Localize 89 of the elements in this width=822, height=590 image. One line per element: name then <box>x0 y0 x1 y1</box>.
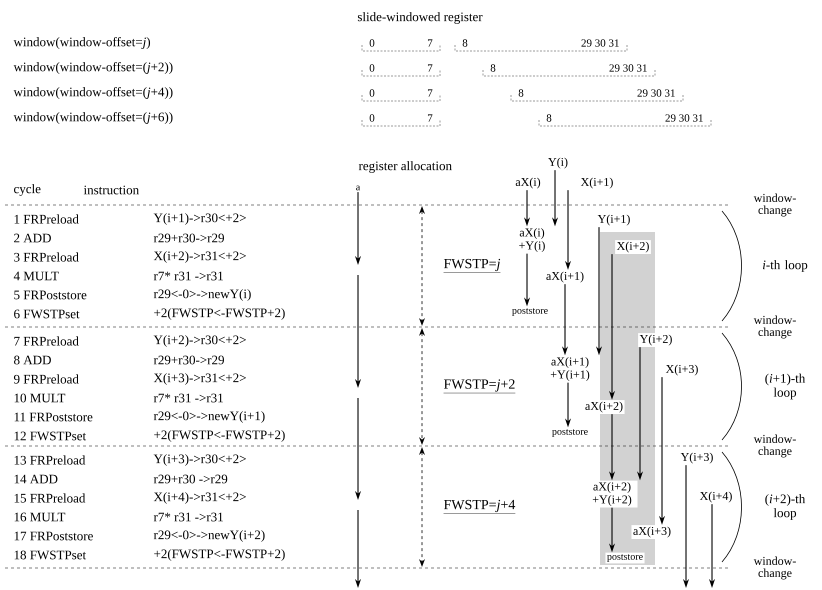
instruction-text: +2(FWSTP<-FWSTP+2) <box>154 308 285 320</box>
poststore-label: poststore <box>605 552 645 564</box>
instruction-text: +2(FWSTP<-FWSTP+2) <box>154 430 285 442</box>
instruction-text: X(i+2)->r31<+2> <box>154 251 246 263</box>
cycle-label: 15 FRPreload <box>14 493 86 503</box>
poststore-label: poststore <box>550 428 590 438</box>
cycle-label: 1 FRPreload <box>14 214 79 224</box>
cycle-label: 14 ADD <box>14 474 58 484</box>
variable-label: aX(i+1) <box>544 270 586 284</box>
instruction-text: r29<-0>->newY(i) <box>154 289 251 301</box>
instruction-text: r29<-0>->newY(i+2) <box>154 530 265 542</box>
window-label: window(window-offset=j) <box>14 37 150 49</box>
instruction-text: Y(i+2)->r30<+2> <box>154 335 246 347</box>
instruction-text: Y(i+3)->r30<+2> <box>154 454 246 466</box>
cycle-label: 11 FRPoststore <box>14 412 92 422</box>
bit-number: 7 <box>428 39 432 47</box>
variable-label: aX(i+2) <box>583 400 625 414</box>
instruction-text: r29+r30->r29 <box>154 234 224 242</box>
cycle-label: 17 FRPoststore <box>14 532 93 540</box>
cycle-label: 18 FWSTPset <box>14 550 86 560</box>
cycle-label: 5 FRPoststore <box>14 290 86 300</box>
column-header: register allocation <box>358 161 452 173</box>
pointer-value: FWSTP=j <box>443 258 501 273</box>
variable-label: Y(i+3) <box>679 451 715 465</box>
instruction-text: r7* r31 ->r31 <box>154 512 223 522</box>
instruction-text: X(i+4)->r31<+2> <box>154 492 246 504</box>
bit-number: 0 <box>370 114 374 122</box>
variable-label: Y(i+1) <box>596 213 632 227</box>
bit-number: 0 <box>370 39 374 47</box>
bit-number: 7 <box>428 89 432 97</box>
pointer-value: FWSTP=j+2 <box>443 379 516 394</box>
column-header: instruction <box>84 186 139 194</box>
loop-label: (i+1)-th loop <box>765 374 806 400</box>
bit-number: 8 <box>490 64 496 72</box>
cycle-label: 2 ADD <box>14 234 51 242</box>
variable-label: aX(i+2) +Y(i+2) <box>586 480 638 508</box>
instruction-text: Y(i+1)->r30<+2> <box>154 213 246 225</box>
bit-number: 7 <box>428 114 432 122</box>
cycle-label: 10 MULT <box>14 394 66 402</box>
variable-label: aX(i) +Y(i) <box>510 226 554 254</box>
window-change-label: window- change <box>754 556 796 580</box>
window-label: window(window-offset=(j+4)) <box>14 87 173 99</box>
variable-label: aX(i) <box>514 176 542 190</box>
bit-number: 8 <box>518 89 524 97</box>
bit-number: 29 30 31 <box>609 64 647 72</box>
variable-label: Y(i) <box>546 156 570 170</box>
bit-number: 8 <box>462 39 468 47</box>
bit-number: 29 30 31 <box>665 114 703 122</box>
cycle-label: 16 MULT <box>14 512 66 522</box>
instruction-text: r29<-0>->newY(i+1) <box>154 411 265 423</box>
cycle-label: 6 FWSTPset <box>14 310 80 318</box>
instruction-text: r29+r30 ->r29 <box>154 474 228 484</box>
window-label: window(window-offset=(j+6)) <box>14 112 173 124</box>
title: slide-windowed register <box>358 12 483 24</box>
bit-number: 0 <box>370 89 374 97</box>
pointer-value: FWSTP=j+4 <box>443 500 516 514</box>
instruction-text: +2(FWSTP<-FWSTP+2) <box>154 549 285 561</box>
window-change-label: window- change <box>754 194 796 216</box>
variable-label: X(i+3) <box>664 363 700 377</box>
window-label: window(window-offset=(j+2)) <box>14 62 173 74</box>
variable-label: X(i+4) <box>698 490 734 504</box>
cycle-label: 8 ADD <box>14 356 51 364</box>
bit-number: 29 30 31 <box>637 89 675 97</box>
column-header: cycle <box>14 184 40 196</box>
cycle-label: 9 FRPreload <box>14 374 79 384</box>
bit-number: 8 <box>546 114 552 122</box>
loop-label: i-th loop <box>762 260 808 272</box>
cycle-label: 4 MULT <box>14 272 59 280</box>
window-change-label: window- change <box>754 316 796 338</box>
instruction-text: r29+r30->r29 <box>154 356 224 364</box>
loop-label: (i+2)-th loop <box>765 494 806 520</box>
cycle-label: 13 FRPreload <box>14 455 86 465</box>
bit-number: 29 30 31 <box>581 39 619 47</box>
instruction-text: r7* r31 ->r31 <box>154 394 223 402</box>
poststore-label: poststore <box>510 306 550 318</box>
bit-number: 0 <box>370 64 374 72</box>
bit-number: 7 <box>428 64 432 72</box>
variable-label: X(i+1) <box>579 176 615 190</box>
variable-label: aX(i+1) +Y(i+1) <box>544 356 596 382</box>
instruction-text: X(i+3)->r31<+2> <box>154 373 246 385</box>
instruction-text: r7* r31 ->r31 <box>154 272 223 280</box>
cycle-label: 3 FRPreload <box>14 252 79 262</box>
variable-label: Y(i+2) <box>638 333 674 347</box>
cycle-label: 12 FWSTPset <box>14 432 86 440</box>
variable-label: aX(i+3) <box>631 525 673 539</box>
cycle-label: 7 FRPreload <box>14 336 79 346</box>
window-change-label: window- change <box>754 434 796 458</box>
register-label: a <box>354 184 362 192</box>
variable-label: X(i+2) <box>615 240 651 254</box>
